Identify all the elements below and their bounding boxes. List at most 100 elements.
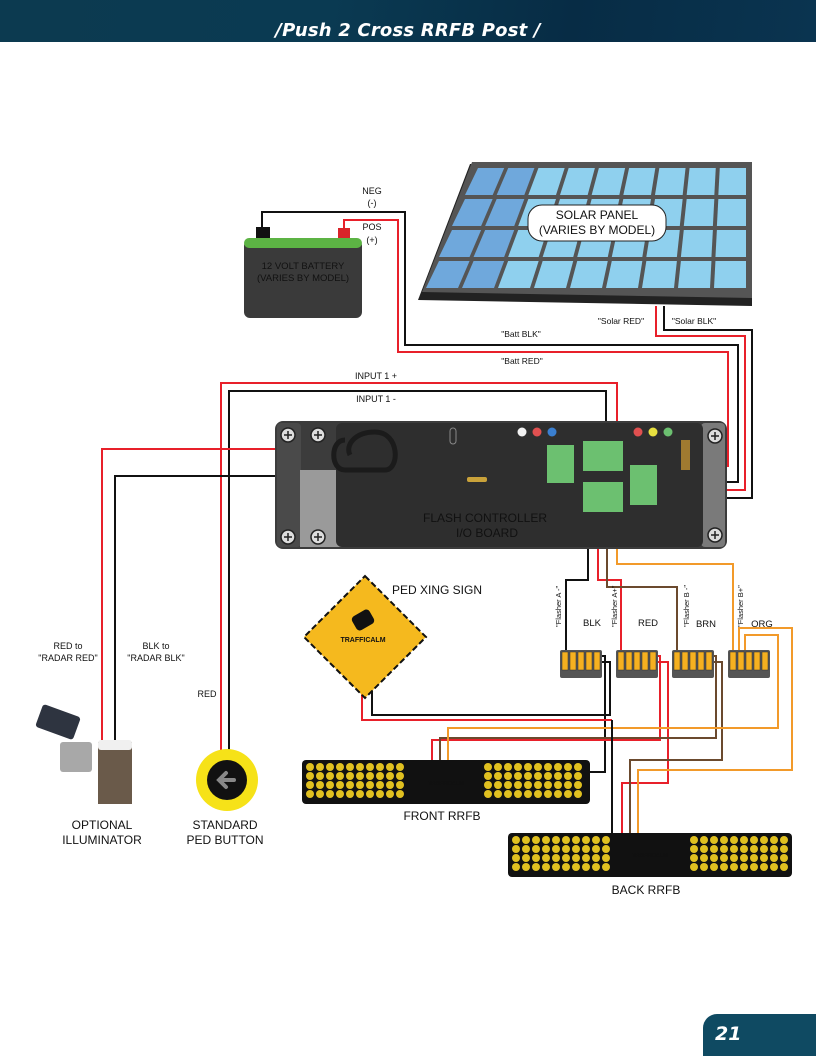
solar-red-label: "Solar RED" [598, 316, 644, 326]
led [356, 763, 364, 771]
led [730, 845, 738, 853]
solar-cell [560, 168, 595, 195]
led [710, 854, 718, 862]
led [740, 836, 748, 844]
led [760, 836, 768, 844]
led [554, 763, 562, 771]
led [336, 790, 344, 798]
solar-cell [452, 199, 493, 226]
led [386, 772, 394, 780]
led [750, 836, 758, 844]
battery-neg-terminal [256, 227, 270, 238]
flasher-labels: "Flasher A -" "Flasher A+" "Flasher B -"… [554, 585, 745, 627]
led [494, 790, 502, 798]
led [574, 790, 582, 798]
connector-lever [569, 651, 577, 671]
led [522, 845, 530, 853]
connector-lever [737, 651, 745, 671]
led [532, 863, 540, 871]
connector-lever [625, 651, 633, 671]
solar-label-box [527, 204, 667, 242]
led [542, 863, 550, 871]
led [366, 763, 374, 771]
led [494, 772, 502, 780]
led [504, 772, 512, 780]
solar-panel: SOLAR PANEL (VARIES BY MODEL) [418, 162, 752, 306]
led [494, 781, 502, 789]
led [720, 845, 728, 853]
battery-body [244, 240, 362, 318]
led [534, 763, 542, 771]
ped-sign-label: PED XING SIGN [392, 583, 482, 597]
flasher-b-neg-label: "Flasher B -" [682, 585, 691, 627]
solar-cell [680, 230, 713, 257]
led [522, 863, 530, 871]
battery-pos-terminal [338, 228, 350, 238]
ped-red-label: RED [197, 689, 217, 699]
solar-cell [485, 199, 525, 226]
led [524, 790, 532, 798]
led [504, 763, 512, 771]
solar-cell [465, 168, 505, 195]
led [376, 763, 384, 771]
radar-red-label-2: "RADAR RED" [38, 653, 97, 663]
led [602, 863, 610, 871]
led [396, 781, 404, 789]
led [306, 763, 314, 771]
page-number: 21 [715, 1023, 742, 1045]
led [512, 845, 520, 853]
led [396, 763, 404, 771]
led [544, 781, 552, 789]
led [602, 854, 610, 862]
connector-lever [577, 651, 585, 671]
led [780, 836, 788, 844]
led [700, 845, 708, 853]
solar-cell [655, 168, 686, 195]
ped-button[interactable] [196, 749, 258, 811]
led [524, 772, 532, 780]
led [484, 772, 492, 780]
led [720, 863, 728, 871]
connector-lever [705, 651, 713, 671]
led [750, 854, 758, 862]
led [572, 863, 580, 871]
flasher-a-pos-label: "Flasher A+" [610, 585, 619, 627]
arrow-left-icon [216, 771, 236, 789]
wire-input-pos [220, 382, 618, 755]
wire-batt-neg [261, 211, 739, 483]
connector-lever [761, 651, 769, 671]
back-rrfb-brand: TRAFFICALM [632, 853, 668, 859]
sign-brand: TRAFFICALM [340, 637, 385, 644]
led [710, 845, 718, 853]
ped-button-label-2: PED BUTTON [186, 833, 263, 847]
wire-batt-pos [343, 219, 729, 467]
input-pos-label: INPUT 1 + [355, 371, 397, 381]
led [760, 854, 768, 862]
led [376, 790, 384, 798]
solar-blk-label: "Solar BLK" [672, 316, 716, 326]
illuminator-label-2: ILLUMINATOR [62, 833, 142, 847]
led [750, 863, 758, 871]
pos-label: POS [362, 222, 381, 232]
battery-label-1: 12 VOLT BATTERY [262, 261, 345, 272]
led [574, 772, 582, 780]
radar-blk-label-2: "RADAR BLK" [127, 653, 184, 663]
led [542, 836, 550, 844]
led [514, 790, 522, 798]
led [514, 781, 522, 789]
page-header: /Push 2 Cross RRFB Post / [0, 0, 816, 42]
led [306, 790, 314, 798]
flasher-b-pos-label: "Flasher B+" [736, 585, 745, 627]
radar-blk-label-1: BLK to [142, 641, 169, 651]
led [512, 854, 520, 862]
connector-lever [729, 651, 737, 671]
battery-top [244, 238, 362, 248]
led [750, 845, 758, 853]
connector-lever [681, 651, 689, 671]
led [552, 854, 560, 862]
solar-cell [534, 261, 574, 288]
mounting-screws [280, 427, 723, 545]
led [740, 863, 748, 871]
led [552, 863, 560, 871]
solar-cell [686, 168, 716, 195]
